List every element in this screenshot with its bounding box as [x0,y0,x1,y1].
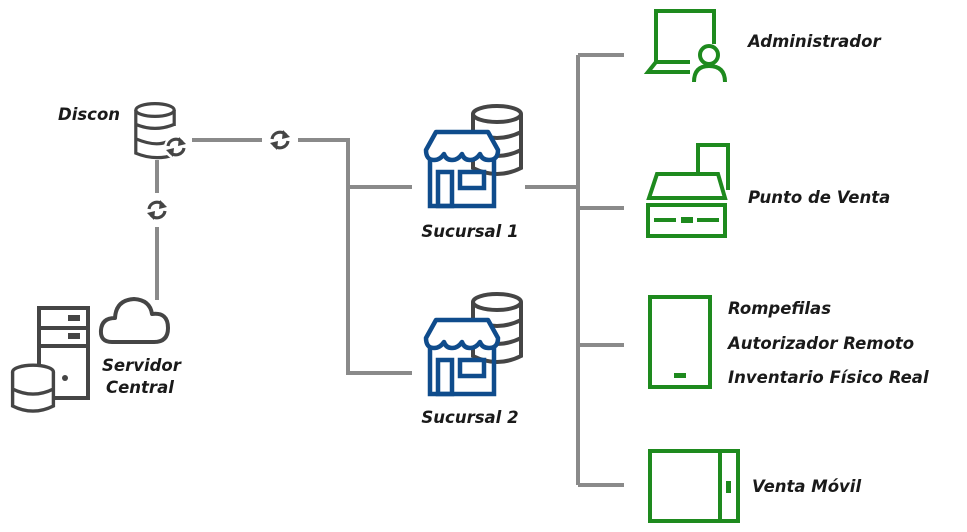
sync-icon [268,128,292,152]
administrador-label: Administrador [748,32,881,51]
punto-venta-label: Punto de Venta [748,188,891,207]
admin-laptop-user-icon [643,9,727,83]
central-database-icon [10,363,56,413]
servidor-label-line2: Central [106,378,174,397]
cloud-icon [98,297,170,344]
store-icon [426,320,498,394]
autorizador-remoto-label: Autorizador Remoto [728,334,915,353]
server-tower-icon [37,306,90,400]
sucursal-2-label: Sucursal 2 [421,408,519,427]
sync-icon [145,198,169,222]
rompefilas-label: Rompefilas [728,299,832,318]
discon-label: Discon [58,105,121,124]
venta-movil-label: Venta Móvil [752,477,862,496]
sync-icon [164,135,188,159]
connection-lines [155,53,624,487]
servidor-label-line1: Servidor [102,356,181,375]
store-icon [426,132,498,206]
discon-database-icon [134,101,176,160]
sucursal-1-label: Sucursal 1 [421,222,519,241]
pos-terminal-icon [646,143,730,238]
tablet-icon [648,295,712,389]
mobile-tablet-icon [648,449,740,523]
inventario-fisico-label: Inventario Físico Real [728,368,929,387]
